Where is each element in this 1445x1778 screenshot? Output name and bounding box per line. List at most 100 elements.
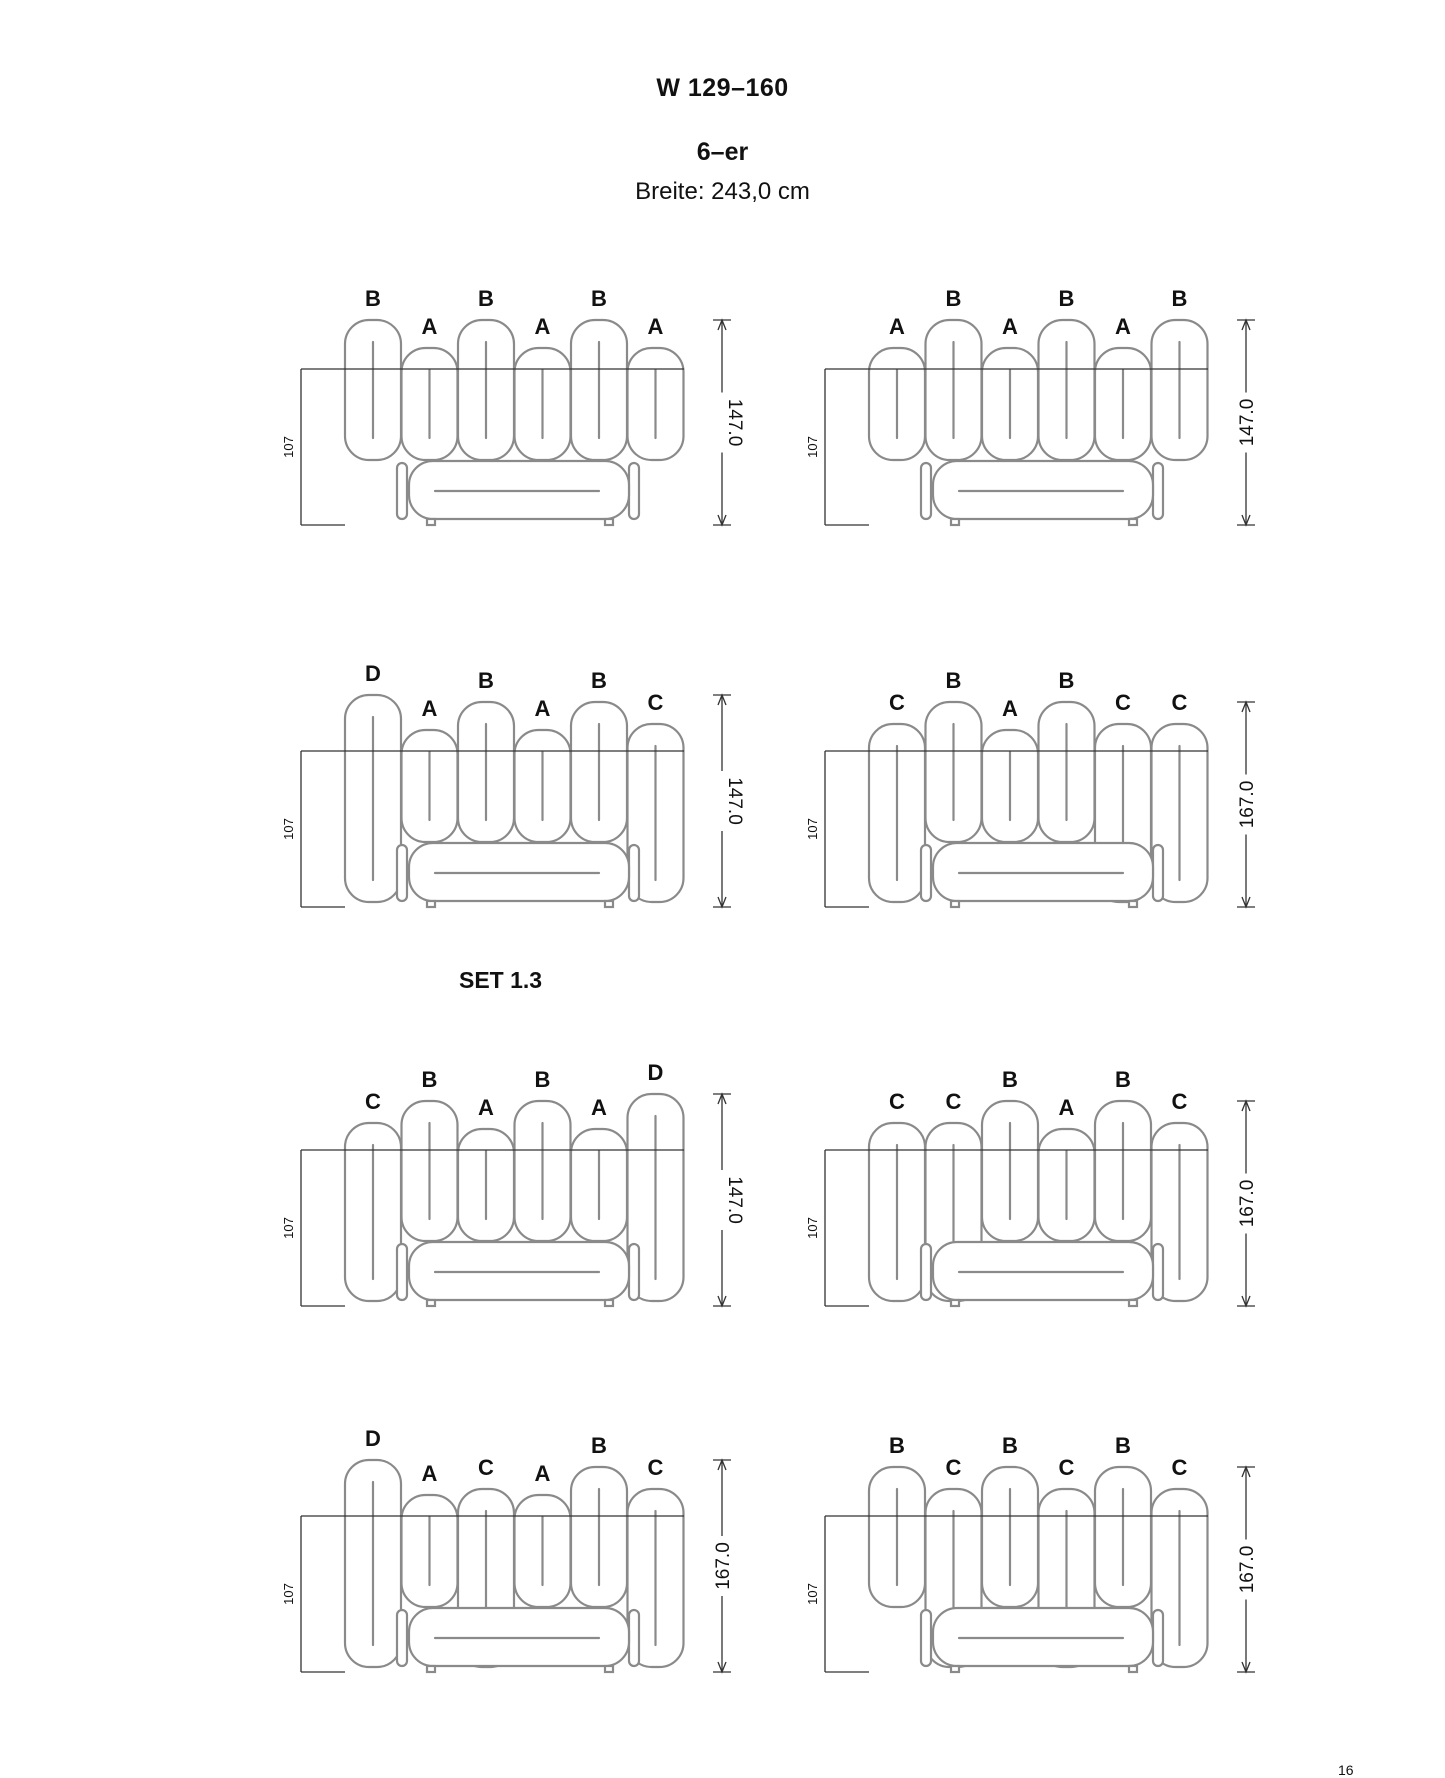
foot-left — [425, 1664, 437, 1674]
height-label: 147.0 — [724, 399, 745, 447]
panel-label: D — [365, 1426, 381, 1451]
panel-label: A — [591, 1095, 607, 1120]
height-label-bg — [710, 771, 734, 831]
height-label: 147.0 — [1237, 399, 1258, 447]
panel-label: C — [1172, 690, 1188, 715]
armrest-right — [627, 1608, 641, 1668]
panel-label: C — [946, 1455, 962, 1480]
armrest-left — [395, 1608, 409, 1668]
panel-label: B — [478, 668, 494, 693]
panel-label: D — [648, 1060, 664, 1085]
set-label: SET 1.3 — [459, 967, 543, 993]
armrest-left — [395, 843, 409, 903]
foot-left — [949, 899, 961, 909]
arrow-top — [1241, 318, 1251, 331]
armrest-left — [919, 1608, 933, 1668]
height-label-bg — [710, 392, 734, 453]
foot-right — [1127, 899, 1139, 909]
height-label: 147.0 — [724, 1176, 745, 1224]
foot-left — [949, 1298, 961, 1308]
seat-height-label: 107 — [805, 436, 820, 458]
foot-left — [949, 517, 961, 527]
armrest-left — [919, 1242, 933, 1302]
panel-label: B — [535, 1067, 551, 1092]
panel-label: B — [946, 668, 962, 693]
armrest-right — [1151, 1242, 1165, 1302]
panel-label: B — [422, 1067, 438, 1092]
arrow-top — [717, 693, 727, 706]
height-label: 167.0 — [1237, 1180, 1258, 1228]
panel-label: B — [1115, 1067, 1131, 1092]
panel-label: A — [478, 1095, 494, 1120]
panel-label: C — [1172, 1089, 1188, 1114]
panel-label: A — [1115, 314, 1131, 339]
model-title: 6–er — [696, 138, 749, 166]
arrow-top — [717, 318, 727, 331]
height-label: 167.0 — [1237, 781, 1258, 829]
panel-label: B — [1059, 668, 1075, 693]
panel-label: C — [648, 690, 664, 715]
panel-label: B — [591, 668, 607, 693]
seat-height-label: 107 — [281, 1217, 296, 1239]
panel-label: B — [591, 1433, 607, 1458]
foot-right — [1127, 1664, 1139, 1674]
arrow-top — [717, 1458, 727, 1471]
foot-right — [603, 1298, 615, 1308]
panel-label: C — [1115, 690, 1131, 715]
armrest-left — [919, 843, 933, 903]
panel-label: C — [478, 1455, 494, 1480]
foot-right — [1127, 517, 1139, 527]
arrow-top — [1241, 700, 1251, 713]
series-title: W 129–160 — [656, 74, 789, 102]
panel-label: B — [591, 286, 607, 311]
arrow-top — [717, 1092, 727, 1105]
foot-left — [425, 517, 437, 527]
arrow-bottom — [1241, 514, 1251, 527]
panel-label: C — [648, 1455, 664, 1480]
panel-label: C — [1172, 1455, 1188, 1480]
armrest-left — [395, 461, 409, 521]
panel-label: D — [365, 661, 381, 686]
seat-height-label: 107 — [805, 1217, 820, 1239]
seat-height-label: 107 — [281, 1583, 296, 1605]
arrow-bottom — [717, 896, 727, 909]
armrest-right — [1151, 843, 1165, 903]
arrow-top — [1241, 1099, 1251, 1112]
foot-left — [425, 1298, 437, 1308]
panel-label: B — [1059, 286, 1075, 311]
height-label-bg — [1234, 1539, 1258, 1600]
page-number: 16 — [1338, 1762, 1354, 1778]
arrow-bottom — [1241, 896, 1251, 909]
arrow-top — [1241, 1465, 1251, 1478]
height-label-bg — [1234, 392, 1258, 453]
panel-label: A — [1002, 696, 1018, 721]
armrest-right — [1151, 1608, 1165, 1668]
height-label-bg — [710, 1536, 734, 1596]
height-label-bg — [710, 1170, 734, 1230]
height-label-bg — [1234, 1173, 1258, 1234]
armrest-right — [627, 843, 641, 903]
panel-label: B — [946, 286, 962, 311]
panel-label: C — [889, 1089, 905, 1114]
armrest-right — [627, 461, 641, 521]
seat-height-label: 107 — [805, 818, 820, 840]
foot-right — [1127, 1298, 1139, 1308]
arrow-bottom — [717, 514, 727, 527]
armrest-left — [395, 1242, 409, 1302]
panel-label: A — [889, 314, 905, 339]
panel-label: A — [422, 314, 438, 339]
armrest-left — [919, 461, 933, 521]
panel-label: A — [648, 314, 664, 339]
panel-label: B — [1115, 1433, 1131, 1458]
panel-label: B — [889, 1433, 905, 1458]
height-label: 147.0 — [724, 777, 745, 825]
panel-label: A — [422, 1461, 438, 1486]
armrest-right — [627, 1242, 641, 1302]
arrow-bottom — [1241, 1295, 1251, 1308]
